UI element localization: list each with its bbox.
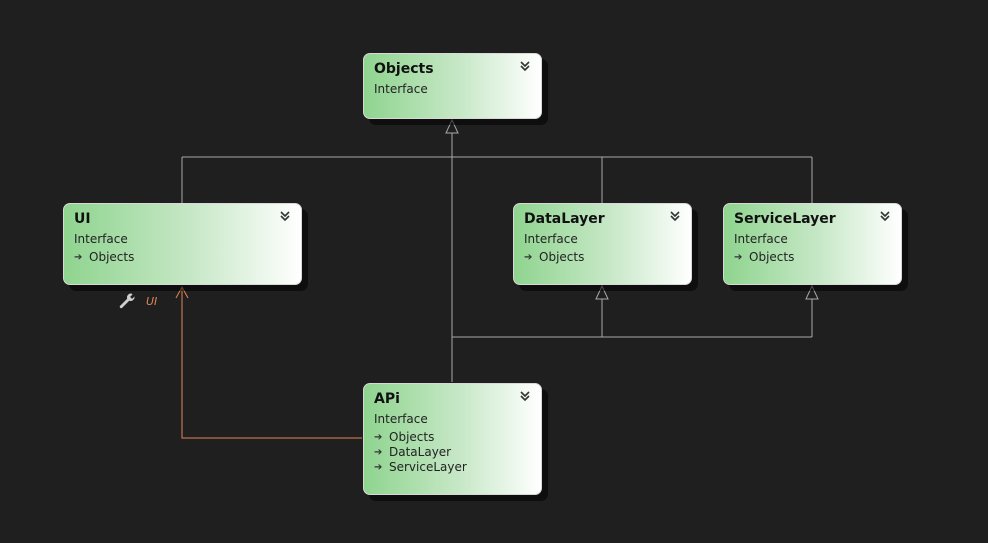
- double-chevron-down-icon[interactable]: [518, 389, 532, 403]
- dependency-item: ➔ Objects: [374, 430, 531, 445]
- arrow-right-icon: ➔: [74, 252, 83, 263]
- dependency-label: Objects: [539, 250, 585, 264]
- shape-objects[interactable]: Objects Interface: [363, 53, 542, 119]
- shape-ui[interactable]: UI Interface ➔ Objects: [63, 203, 302, 285]
- shape-title: DataLayer: [524, 211, 605, 227]
- shape-api[interactable]: APi Interface ➔ Objects ➔ DataLayer ➔ Se…: [363, 383, 542, 495]
- dependency-item: ➔ Objects: [524, 250, 681, 265]
- usage-label-text: UI: [146, 294, 158, 308]
- usage-connector-api-ui: [181, 287, 362, 439]
- shape-servicelayer[interactable]: ServiceLayer Interface ➔ Objects: [723, 203, 902, 285]
- shape-stereotype: Interface: [524, 232, 578, 246]
- inherit-arrowhead-objects: [445, 118, 459, 134]
- double-chevron-down-icon[interactable]: [518, 59, 532, 73]
- double-chevron-down-icon[interactable]: [878, 209, 892, 223]
- shape-title: UI: [74, 211, 91, 227]
- arrow-right-icon: ➔: [734, 252, 743, 263]
- arrow-right-icon: ➔: [374, 462, 383, 473]
- shape-stereotype: Interface: [374, 82, 428, 96]
- dependency-item: ➔ Objects: [74, 250, 291, 265]
- double-chevron-down-icon[interactable]: [278, 209, 292, 223]
- arrow-right-icon: ➔: [524, 252, 533, 263]
- shape-stereotype: Interface: [734, 232, 788, 246]
- wrench-icon: [119, 293, 135, 309]
- usage-arrowhead-ui: [175, 285, 189, 299]
- dependency-label: Objects: [749, 250, 795, 264]
- double-chevron-down-icon[interactable]: [668, 209, 682, 223]
- inherit-arrowhead-servicelayer: [805, 284, 819, 300]
- dependency-item: ➔ DataLayer: [374, 445, 531, 460]
- shape-title: APi: [374, 391, 400, 407]
- shape-title: Objects: [374, 61, 434, 77]
- arrow-right-icon: ➔: [374, 447, 383, 458]
- shape-datalayer[interactable]: DataLayer Interface ➔ Objects: [513, 203, 692, 285]
- dependency-label: Objects: [89, 250, 135, 264]
- arrow-right-icon: ➔: [374, 432, 383, 443]
- dependency-item: ➔ ServiceLayer: [374, 460, 531, 475]
- dependency-label: DataLayer: [389, 445, 452, 459]
- dependency-label: ServiceLayer: [389, 460, 467, 474]
- shape-stereotype: Interface: [74, 232, 128, 246]
- inherit-arrowhead-datalayer: [595, 284, 609, 300]
- shape-stereotype: Interface: [374, 412, 428, 426]
- usage-label: UI: [118, 292, 157, 310]
- dependency-item: ➔ Objects: [734, 250, 891, 265]
- shape-title: ServiceLayer: [734, 211, 836, 227]
- dependency-label: Objects: [389, 430, 435, 444]
